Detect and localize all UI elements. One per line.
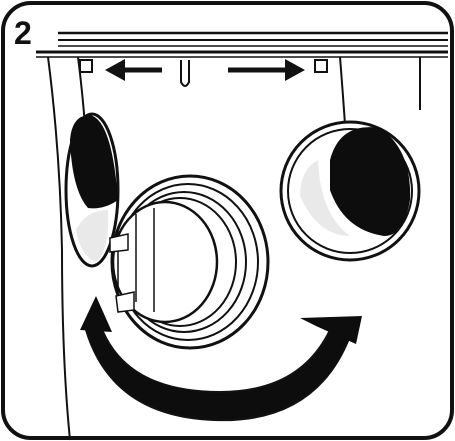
left-clip	[80, 60, 92, 72]
hose-ring	[110, 176, 268, 348]
center-slot	[181, 60, 189, 86]
right-clip	[315, 60, 327, 72]
right-opening	[281, 122, 419, 260]
step-number: 2	[14, 17, 32, 49]
